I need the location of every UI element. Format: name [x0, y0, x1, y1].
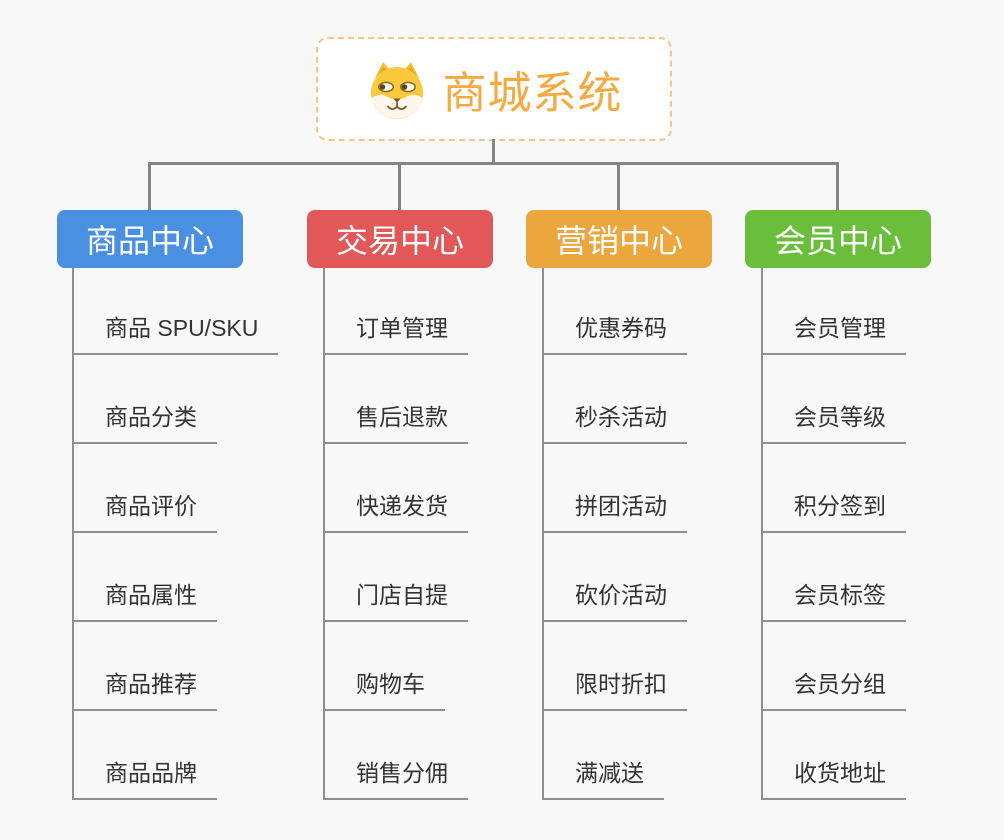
leaf-item[interactable]: 满减送	[542, 757, 664, 800]
leaf-item[interactable]: 商品推荐	[72, 668, 217, 711]
branch-node-member-center[interactable]: 会员中心	[745, 210, 931, 268]
branch-items-marketing-center: 优惠券码 秒杀活动 拼团活动 砍价活动 限时折扣 满减送	[542, 268, 802, 802]
leaf-item[interactable]: 订单管理	[323, 312, 468, 355]
branch-items-member-center: 会员管理 会员等级 积分签到 会员标签 会员分组 收货地址	[761, 268, 1004, 802]
branch-items-product-center: 商品 SPU/SKU 商品分类 商品评价 商品属性 商品推荐 商品品牌	[72, 268, 332, 802]
leaf-item[interactable]: 商品品牌	[72, 757, 217, 800]
branch-node-product-center[interactable]: 商品中心	[57, 210, 243, 268]
leaf-item[interactable]: 商品 SPU/SKU	[72, 312, 279, 355]
leaf-item[interactable]: 快递发货	[323, 490, 468, 533]
leaf-item[interactable]: 购物车	[323, 668, 445, 711]
connector-root-stem	[492, 139, 495, 163]
root-title: 商城系统	[442, 69, 623, 118]
connector-drop-marketing	[617, 165, 620, 211]
branch-node-trade-center[interactable]: 交易中心	[307, 210, 493, 268]
leaf-item[interactable]: 商品分类	[72, 401, 217, 444]
leaf-item[interactable]: 优惠券码	[542, 312, 687, 355]
connector-stem	[323, 268, 325, 800]
leaf-item[interactable]: 销售分佣	[323, 757, 468, 800]
leaf-item[interactable]: 会员等级	[761, 401, 906, 444]
leaf-item[interactable]: 商品评价	[72, 490, 217, 533]
root-node[interactable]: 商城系统	[316, 37, 672, 141]
leaf-item[interactable]: 拼团活动	[542, 490, 687, 533]
leaf-item[interactable]: 砍价活动	[542, 579, 687, 622]
leaf-item[interactable]: 秒杀活动	[542, 401, 687, 444]
connector-drop-product	[148, 165, 151, 211]
leaf-item[interactable]: 会员标签	[761, 579, 906, 622]
leaf-item[interactable]: 售后退款	[323, 401, 468, 444]
leaf-item[interactable]: 收货地址	[761, 757, 906, 800]
leaf-item[interactable]: 商品属性	[72, 579, 217, 622]
leaf-item[interactable]: 门店自提	[323, 579, 468, 622]
dog-face-icon	[370, 62, 423, 119]
leaf-item[interactable]: 会员管理	[761, 312, 906, 355]
leaf-item[interactable]: 限时折扣	[542, 668, 687, 711]
connector-drop-trade	[398, 165, 401, 211]
connector-stem	[72, 268, 74, 800]
leaf-item[interactable]: 会员分组	[761, 668, 906, 711]
connector-stem	[542, 268, 544, 800]
branch-node-marketing-center[interactable]: 营销中心	[526, 210, 712, 268]
leaf-item[interactable]: 积分签到	[761, 490, 906, 533]
connector-stem	[761, 268, 763, 800]
connector-drop-member	[836, 165, 839, 211]
connector-horizontal-bar	[148, 162, 839, 165]
branch-items-trade-center: 订单管理 售后退款 快递发货 门店自提 购物车 销售分佣	[323, 268, 583, 802]
